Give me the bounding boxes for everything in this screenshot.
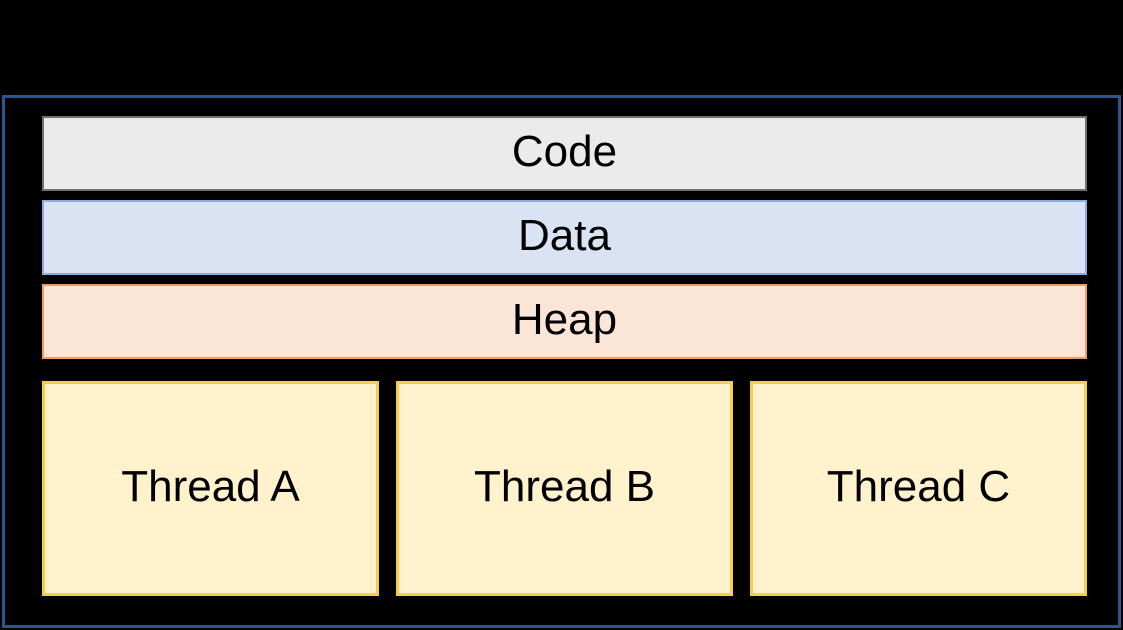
thread-a-label: Thread A <box>121 461 300 511</box>
thread-c-box: Thread C <box>750 381 1087 596</box>
segment-code-label: Code <box>511 126 618 176</box>
thread-c-label: Thread C <box>826 461 1011 511</box>
segment-data: Data <box>42 200 1087 275</box>
thread-b-label: Thread B <box>474 461 655 511</box>
segment-heap: Heap <box>42 284 1087 359</box>
segment-heap-label: Heap <box>511 294 618 344</box>
thread-a-box: Thread A <box>42 381 379 596</box>
segment-data-label: Data <box>518 210 611 260</box>
process-memory-box: Code Data Heap Thread A Thread B Thread … <box>2 95 1121 628</box>
segment-code: Code <box>42 116 1087 191</box>
thread-b-box: Thread B <box>396 381 733 596</box>
threads-row: Thread A Thread B Thread C <box>42 381 1087 596</box>
